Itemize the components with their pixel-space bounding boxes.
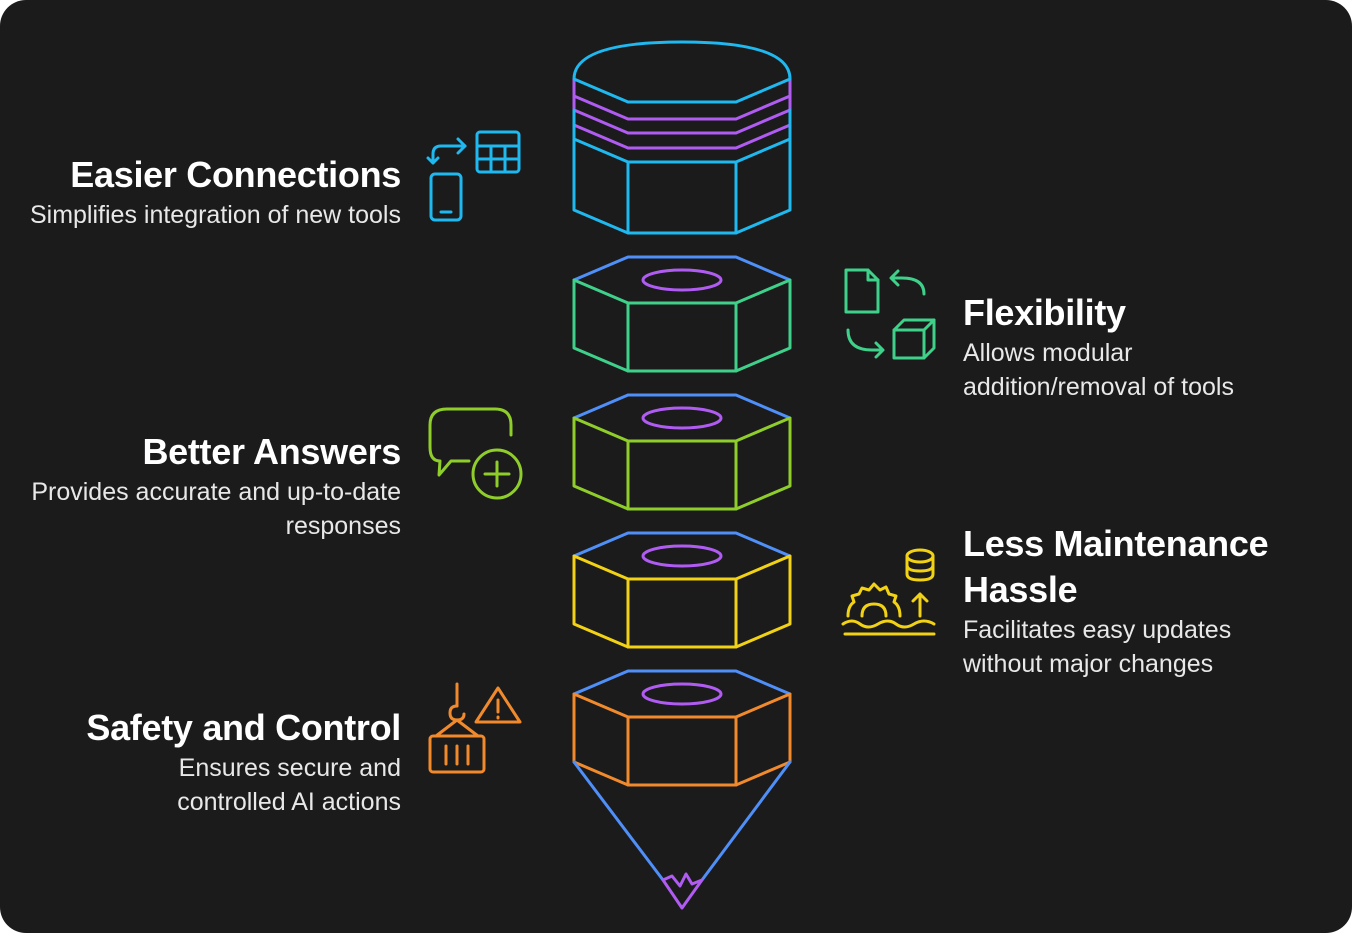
item-title: Flexibility bbox=[963, 292, 1126, 333]
nut-segment-better-answers bbox=[572, 393, 792, 511]
item-title: Better Answers bbox=[142, 431, 401, 472]
item-title: Less Maintenance Hassle bbox=[963, 523, 1269, 610]
item-title: Safety and Control bbox=[86, 707, 401, 748]
item-easier-connections: Easier Connections Simplifies integratio… bbox=[11, 152, 401, 232]
item-description: Ensures secure and controlled AI actions bbox=[177, 754, 401, 816]
chat-plus-icon bbox=[428, 407, 523, 500]
crane-warning-icon bbox=[428, 682, 522, 774]
item-description: Provides accurate and up-to-date respons… bbox=[31, 478, 401, 540]
item-description: Simplifies integration of new tools bbox=[29, 201, 401, 229]
nut-segment-flexibility bbox=[572, 255, 792, 373]
item-title: Easier Connections bbox=[70, 154, 401, 195]
item-better-answers: Better Answers Provides accurate and up-… bbox=[11, 429, 401, 543]
nut-segment-less-maintenance bbox=[572, 531, 792, 649]
item-safety-and-control: Safety and Control Ensures secure and co… bbox=[71, 705, 401, 819]
nut-segment-safety bbox=[572, 669, 792, 787]
item-description: Facilitates easy updates without major c… bbox=[963, 616, 1232, 678]
item-description: Allows modular addition/removal of tools bbox=[963, 339, 1234, 401]
item-flexibility: Flexibility Allows modular addition/remo… bbox=[963, 290, 1303, 404]
gear-database-icon bbox=[841, 548, 936, 636]
document-cube-cycle-icon bbox=[844, 268, 936, 360]
cap-segment bbox=[572, 40, 792, 235]
devices-sync-icon bbox=[426, 130, 521, 222]
item-less-maintenance: Less Maintenance Hassle Facilitates easy… bbox=[963, 521, 1293, 681]
bolt-tip bbox=[572, 760, 792, 910]
